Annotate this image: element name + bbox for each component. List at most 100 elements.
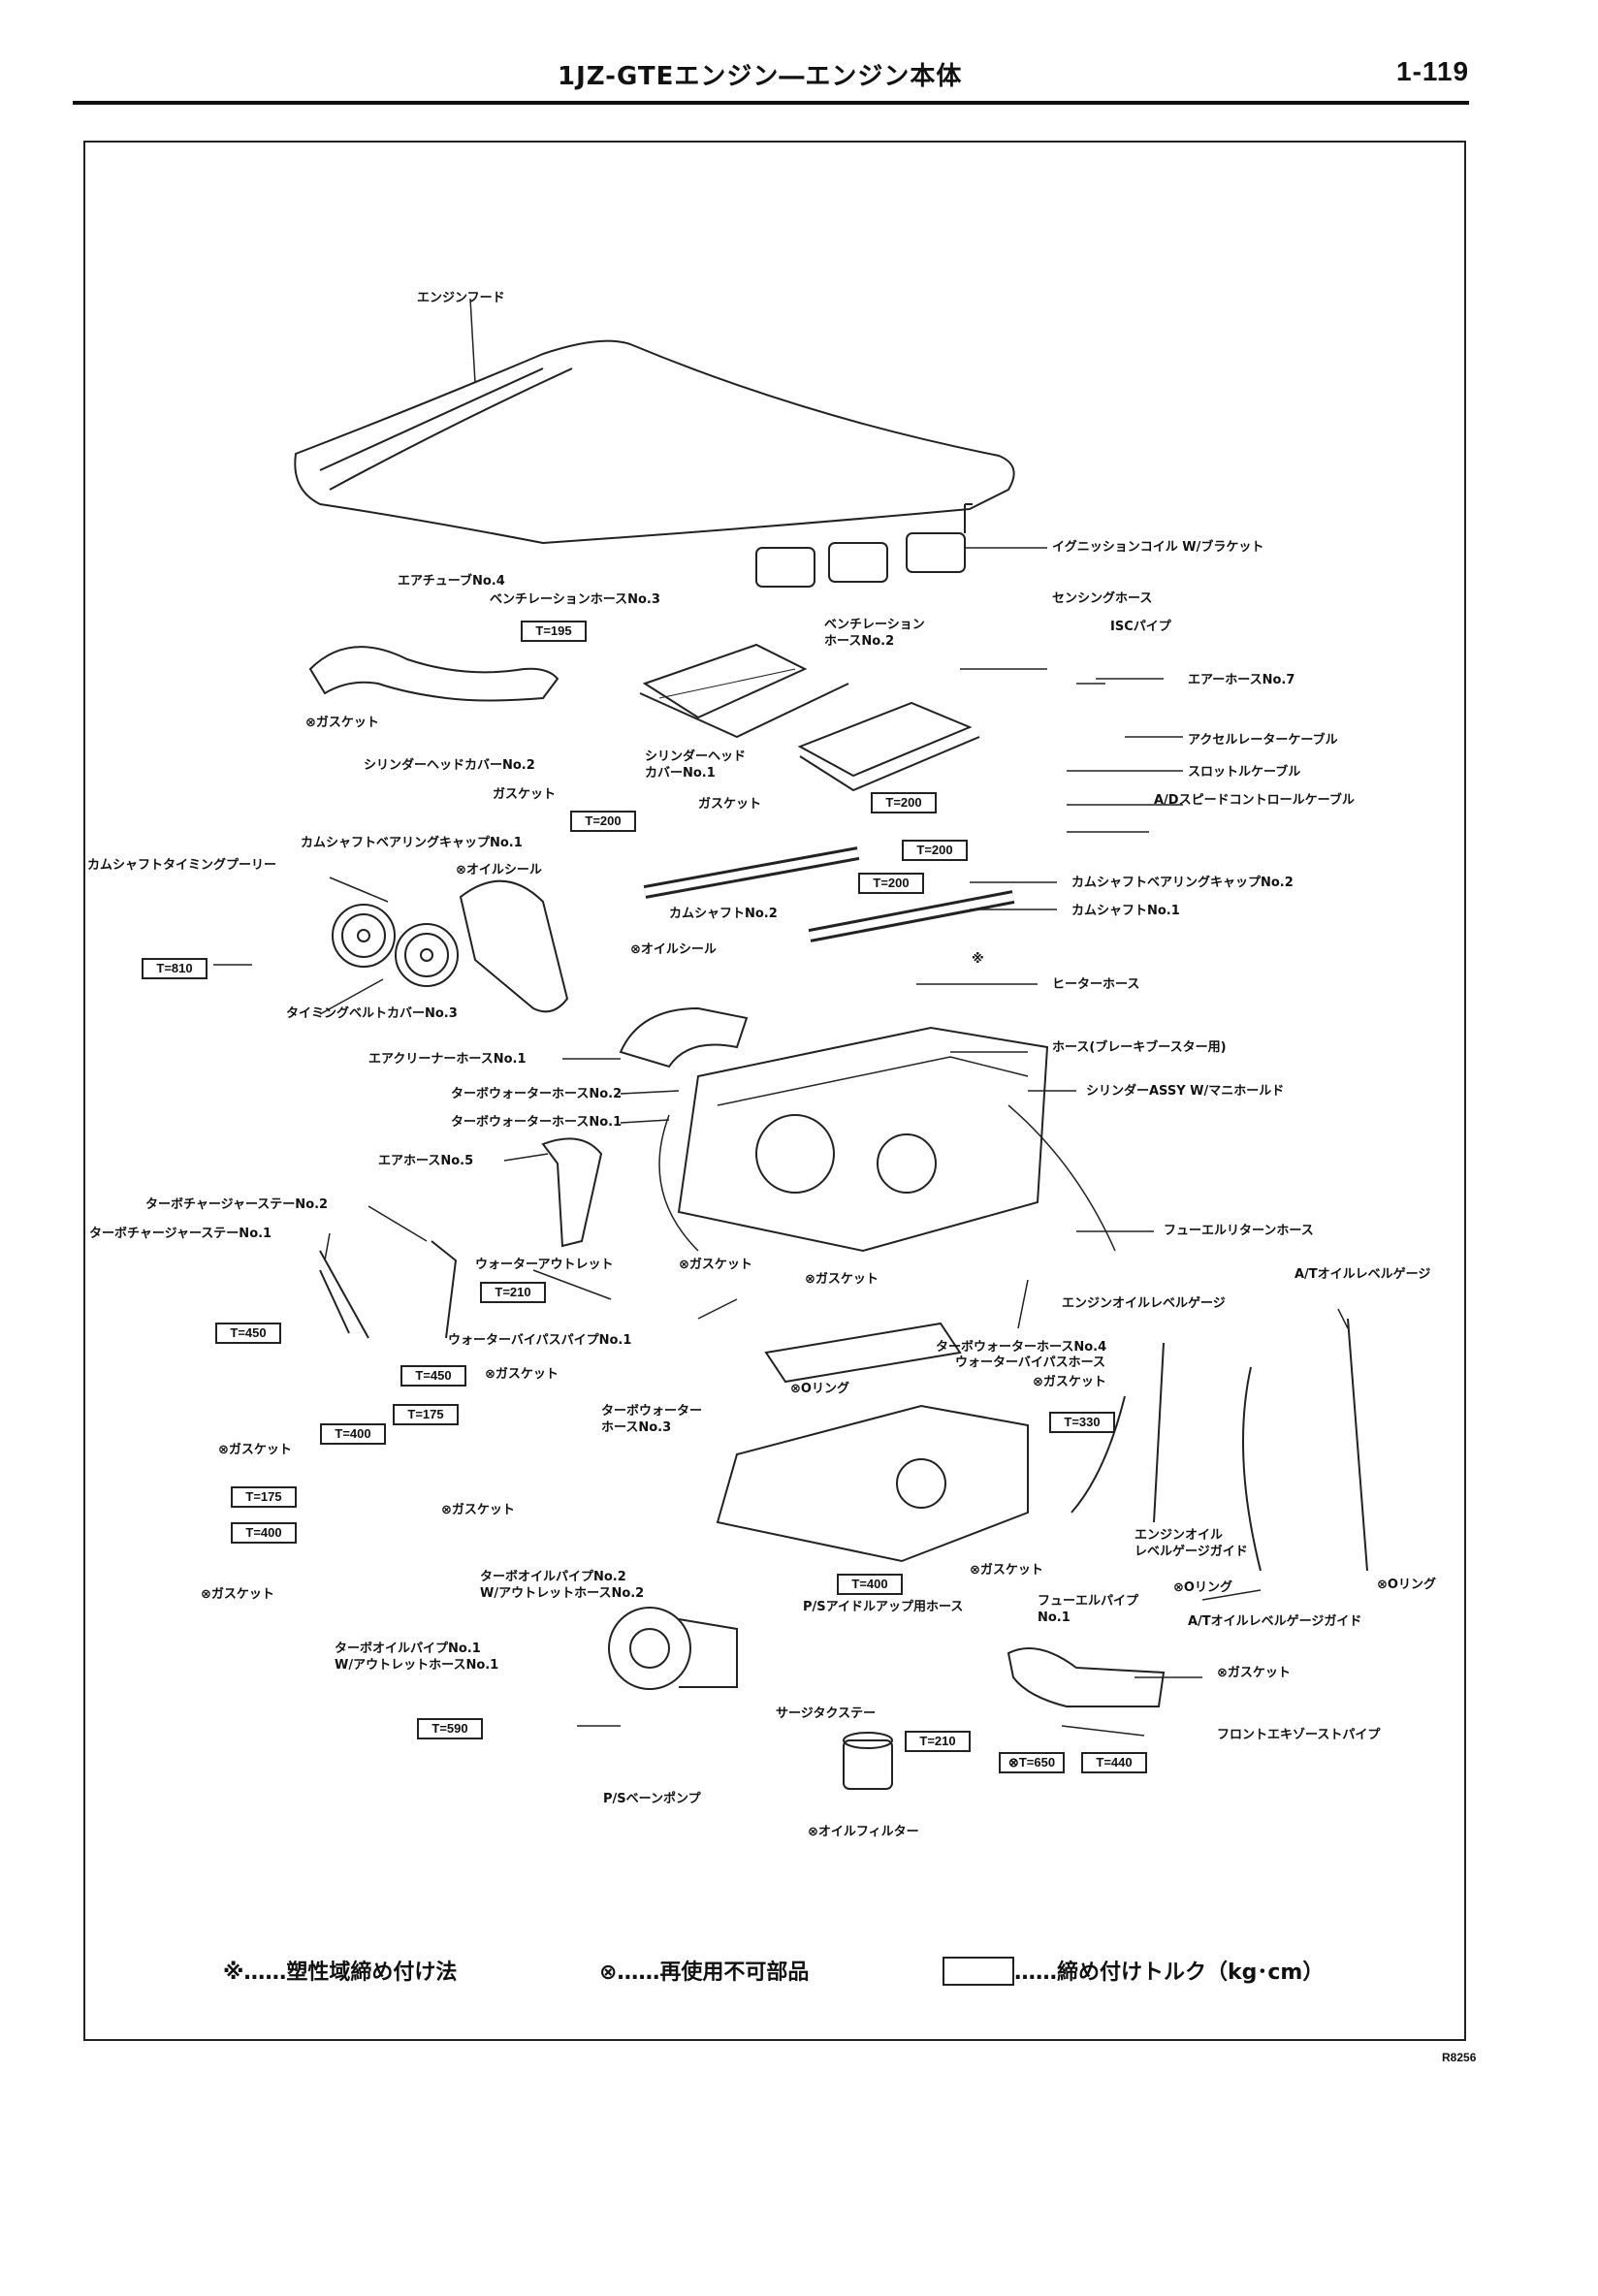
label-gasket-9: ⊗ガスケット: [441, 1503, 515, 1518]
label-turbo-water-hose-no1: ターボウォーターホースNo.1: [451, 1115, 623, 1130]
cross-circle-icon: ⊗: [808, 1825, 818, 1839]
cross-circle-icon: ⊗: [201, 1587, 211, 1602]
camshaft-no2-drawing: [643, 846, 860, 899]
label-turbo-water-hose-no4: ターボウォーターホースNo.4: [936, 1340, 1107, 1355]
label-at-gauge-guide: A/Tオイルレベルゲージガイド: [1188, 1614, 1362, 1629]
label-turbo-stay-no1: ターボチャージャーステーNo.1: [89, 1227, 272, 1241]
label-oil-seal-2: ⊗オイルシール: [630, 942, 717, 958]
cross-circle-icon: ⊗: [218, 1443, 229, 1457]
label-fuel-pipe-no1: フューエルパイプ No.1: [1038, 1593, 1138, 1626]
label-accel-cable: アクセルレーターケーブル: [1188, 733, 1338, 748]
torque-box: T=175: [393, 1404, 459, 1425]
label-gasket-1-text: ガスケット: [315, 716, 379, 730]
page-title: 1JZ-GTEエンジン―エンジン本体: [558, 62, 963, 91]
label-gasket-7-text: ガスケット: [1042, 1375, 1106, 1389]
label-gasket-10-text: ガスケット: [979, 1563, 1043, 1578]
label-heater-hose: ヒーターホース: [1052, 977, 1140, 992]
label-turbo-oil-pipe-no1-text: ターボオイルパイプNo.1 W/アウトレットホースNo.1: [335, 1642, 499, 1673]
cross-circle-icon: ⊗: [970, 1563, 980, 1578]
label-engine-oil-gauge-guide-text: エンジンオイル レベルゲージガイド: [1135, 1528, 1248, 1559]
label-fuel-pipe-no1-text: フューエルパイプ No.1: [1038, 1594, 1139, 1625]
oil-filter-drawing: [843, 1732, 893, 1790]
label-sensing-hose: センシングホース: [1052, 591, 1153, 606]
label-engine-oil-gauge: エンジンオイルレベルゲージ: [1062, 1296, 1226, 1311]
label-gasket-11: ⊗ガスケット: [201, 1587, 274, 1603]
label-oil-filter-text: オイルフィルター: [817, 1825, 919, 1839]
at-oil-gauge-drawing: [1347, 1318, 1368, 1572]
label-water-bypass-pipe-no1: ウォーターバイパスパイプNo.1: [448, 1333, 632, 1348]
engine-oil-gauge-guide-drawing: [1071, 1395, 1126, 1514]
cross-circle-icon: ⊗: [1173, 1580, 1184, 1595]
cross-circle-icon: ⊗: [805, 1272, 815, 1287]
torque-box: T=200: [902, 840, 968, 861]
label-cam-bearing-cap-no2: カムシャフトベアリングキャップNo.2: [1071, 876, 1294, 890]
legend-plastic-region: ※……塑性域締め付け法: [223, 1961, 458, 1985]
label-gasket-10: ⊗ガスケット: [970, 1563, 1043, 1578]
label-oil-seal-2-text: オイルシール: [640, 942, 717, 957]
torque-box: T=440: [1081, 1752, 1147, 1773]
label-cylinder-assy: シリンダーASSY W/マニホールド: [1086, 1084, 1285, 1099]
camshaft-no1-drawing: [808, 890, 1015, 942]
cross-circle-icon: ⊗: [1377, 1578, 1388, 1592]
ps-vane-pump-drawing: [608, 1607, 738, 1690]
label-oil-seal-1: ⊗オイルシール: [456, 863, 542, 878]
cross-circle-icon: ⊗: [456, 863, 466, 877]
ignition-coil-drawing: [755, 503, 1047, 588]
torque-box: T=330: [1049, 1412, 1115, 1433]
label-cam-bearing-cap-no1: カムシャフトベアリングキャップNo.1: [301, 836, 523, 850]
label-vent-hose-no2-text: ベンチレーション ホースNo.2: [824, 618, 925, 649]
label-air-hose-no7: エアーホースNo.7: [1188, 673, 1295, 687]
label-star: ※: [972, 952, 984, 967]
torque-box: T=175: [231, 1486, 297, 1508]
diagram-frame: [83, 141, 1466, 2041]
label-brake-booster-hose: ホース(ブレーキブースター用): [1052, 1040, 1227, 1055]
label-gasket-8: ⊗ガスケット: [218, 1443, 292, 1458]
label-camshaft-no2: カムシャフトNo.2: [669, 907, 778, 921]
at-gauge-guide-drawing: [1242, 1366, 1262, 1572]
label-oil-seal-1-text: オイルシール: [465, 863, 542, 877]
cylinder-head-cover-no2-drawing: [639, 643, 849, 739]
engine-hood-drawing: [294, 298, 1015, 545]
label-gasket-2: ガスケット: [493, 787, 557, 802]
label-gasket-1: ⊗ガスケット: [305, 716, 379, 731]
label-turbo-water-hose-no3: ターボウォーター ホースNo.3: [601, 1403, 702, 1436]
label-gasket-4-text: ガスケット: [688, 1258, 752, 1272]
label-gasket-4: ⊗ガスケット: [679, 1258, 752, 1273]
label-turbo-oil-pipe-no2: ターボオイルパイプNo.2 W/アウトレットホースNo.2: [480, 1569, 644, 1602]
label-gasket-12-text: ガスケット: [1227, 1666, 1291, 1680]
figure-code: R8256: [1442, 2051, 1477, 2064]
label-gasket-11-text: ガスケット: [210, 1587, 274, 1602]
label-cam-timing-pulley: カムシャフトタイミングプーリー: [87, 858, 277, 873]
cross-circle-icon: ⊗: [630, 942, 641, 957]
label-turbo-water-hose-no3-text: ターボウォーター ホースNo.3: [601, 1404, 703, 1435]
label-air-hose-no5: エアホースNo.5: [378, 1154, 474, 1168]
cylinder-head-cover-no1-drawing: [797, 701, 980, 792]
label-vent-hose-no2: ベンチレーション ホースNo.2: [824, 617, 925, 650]
cross-circle-icon: ⊗: [790, 1382, 801, 1396]
label-o-ring-1: ⊗Oリング: [790, 1382, 849, 1397]
label-engine-oil-gauge-guide: エンジンオイル レベルゲージガイド: [1135, 1527, 1248, 1560]
cam-timing-pulley-drawing: [332, 904, 459, 987]
label-front-exhaust-pipe: フロントエキゾーストパイプ: [1217, 1728, 1381, 1742]
label-o-ring-2: ⊗Oリング: [1173, 1580, 1232, 1596]
torque-box: T=450: [215, 1323, 281, 1344]
cross-circle-icon: ⊗: [1007, 1755, 1019, 1770]
label-water-outlet: ウォーターアウトレット: [475, 1258, 614, 1272]
label-ad-speed-cable: A/Dスピードコントロールケーブル: [1154, 793, 1355, 808]
label-o-ring-3-text: Oリング: [1387, 1578, 1436, 1592]
label-fuel-return-hose: フューエルリターンホース: [1164, 1224, 1314, 1238]
air-cleaner-hose-drawing: [619, 1006, 749, 1068]
label-vent-hose-no3: ベンチレーションホースNo.3: [490, 592, 660, 607]
label-air-cleaner-hose-no1: エアクリーナーホースNo.1: [368, 1052, 527, 1067]
label-air-tube-no4: エアチューブNo.4: [398, 574, 505, 589]
front-exhaust-pipe-drawing: [1007, 1647, 1166, 1707]
torque-box: T=200: [858, 873, 924, 894]
cross-circle-icon: ⊗: [485, 1367, 495, 1382]
label-camshaft-no1: カムシャフトNo.1: [1071, 904, 1180, 918]
label-turbo-oil-pipe-no2-text: ターボオイルパイプNo.2 W/アウトレットホースNo.2: [480, 1570, 645, 1601]
engine-oil-gauge-drawing: [1153, 1342, 1165, 1523]
label-gasket-6: ⊗ガスケット: [485, 1367, 559, 1383]
air-tube-drawing: [308, 646, 559, 702]
label-water-bypass-hose: ウォーターバイパスホース: [955, 1355, 1105, 1370]
torque-box: T=400: [231, 1522, 297, 1544]
